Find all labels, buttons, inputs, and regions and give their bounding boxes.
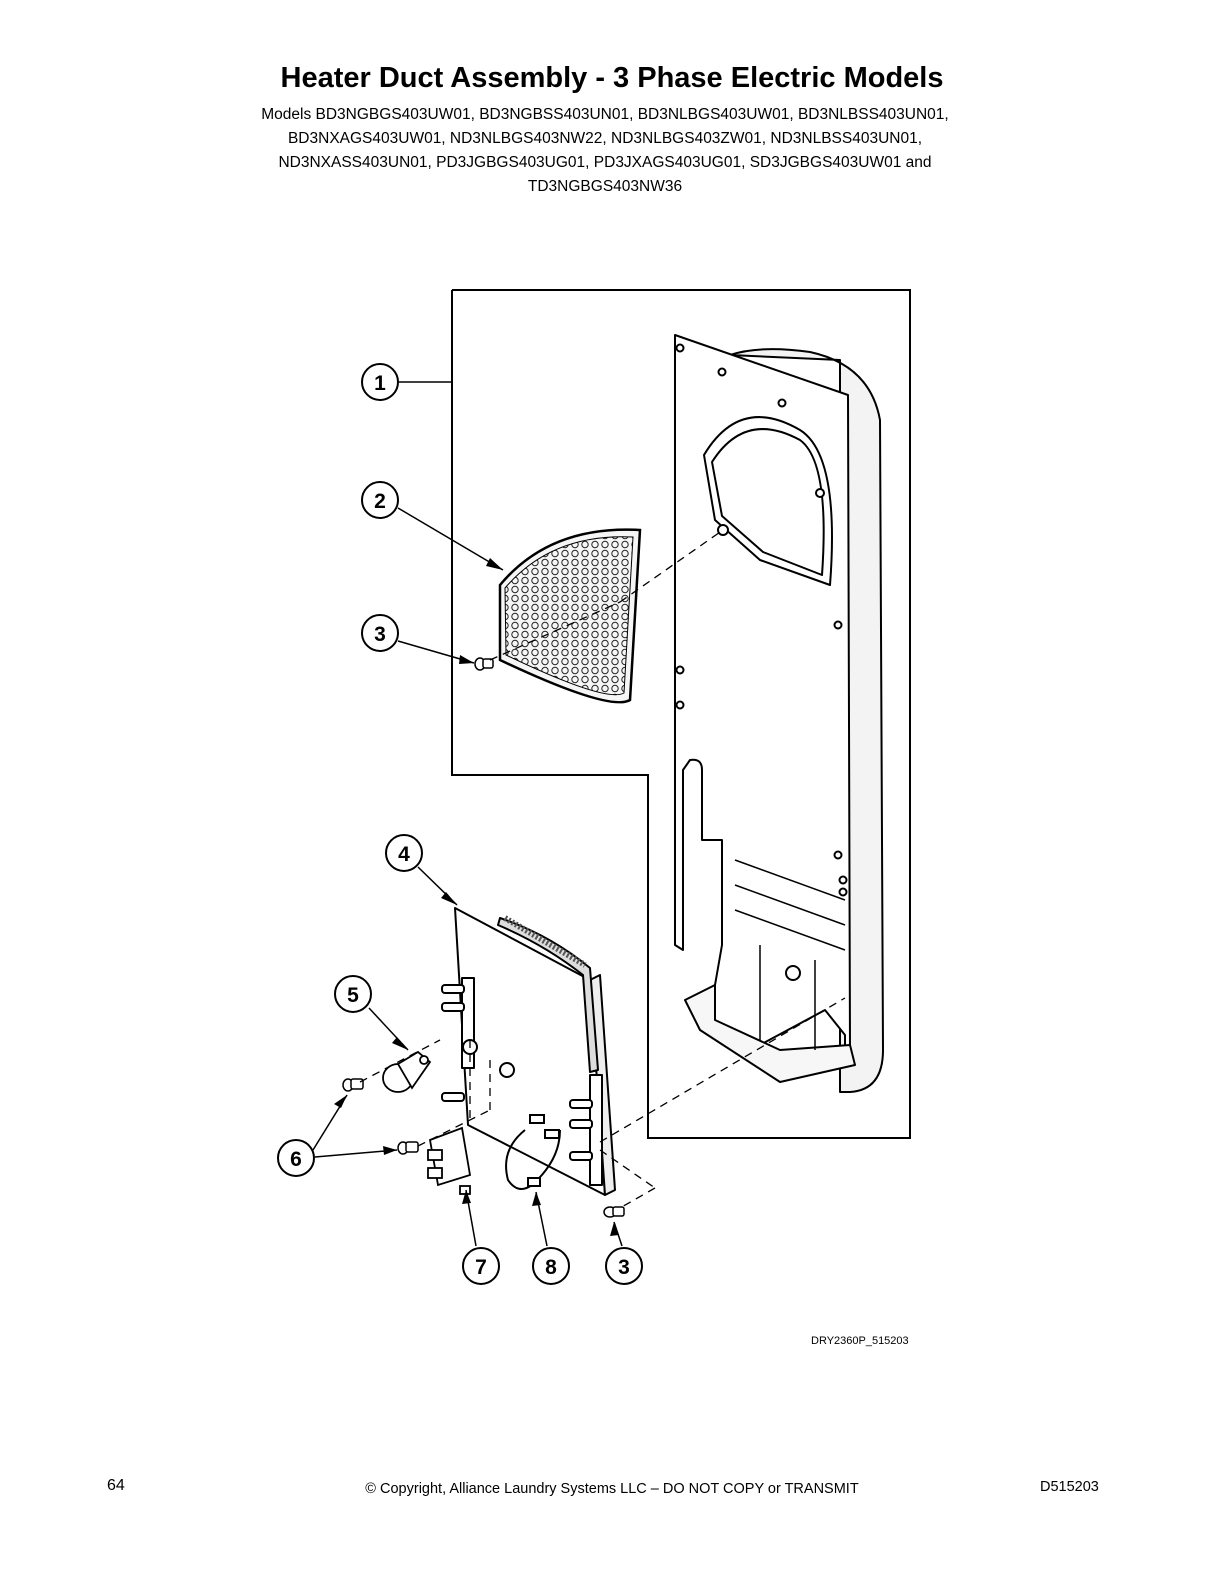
assembly-bracket [451,289,911,1139]
model-list: Models BD3NGBGS403UW01, BD3NGBSS403UN01,… [150,103,1060,199]
heater-element-part [441,907,616,1196]
callout-bubble: 1 [361,363,399,401]
alignment-lines [359,529,846,1209]
screw-part [474,657,494,671]
document-number: D515203 [1040,1479,1099,1495]
heater-duct-panel [674,334,884,1093]
callout-number: 7 [475,1256,487,1279]
callout-number: 6 [290,1148,302,1171]
figure-code: DRY2360P_515203 [811,1335,909,1347]
screw-part [397,1141,419,1155]
jumper-wire-part [505,1114,561,1190]
model-list-line: TD3NGBGS403NW36 [527,178,683,195]
page-title: Heater Duct Assembly - 3 Phase Electric … [280,62,944,94]
thermostat-part [382,1050,432,1093]
callout-number: 8 [545,1256,557,1279]
callout-bubble: 6 [277,1139,315,1177]
model-list-line: ND3NXASS403UN01, PD3JGBGS403UG01, PD3JXA… [278,154,932,171]
callout-bubble: 7 [462,1247,500,1285]
screw-part [342,1078,364,1092]
callout-bubble: 5 [334,975,372,1013]
leader-arrowheads [334,558,619,1236]
callout-bubble: 3 [361,614,399,652]
callout-bubble: 2 [361,481,399,519]
model-list-line: Models BD3NGBGS403UW01, BD3NGBSS403UN01,… [261,106,949,123]
callout-number: 3 [374,623,386,646]
callout-bubble: 3 [605,1247,643,1285]
terminal-block-part [427,1126,472,1195]
callout-bubble: 4 [385,834,423,872]
callout-number: 5 [347,984,359,1007]
page-number: 64 [107,1477,125,1494]
callout-number: 3 [618,1256,630,1279]
callout-bubble: 8 [532,1247,570,1285]
screen-part [498,528,642,704]
callout-number: 4 [398,843,410,866]
copyright-notice: © Copyright, Alliance Laundry Systems LL… [365,1481,859,1497]
callout-number: 2 [374,490,386,513]
screw-part [603,1206,625,1218]
model-list-line: BD3NXAGS403UW01, ND3NLBGS403NW22, ND3NLB… [287,130,923,147]
callout-number: 1 [374,372,386,395]
